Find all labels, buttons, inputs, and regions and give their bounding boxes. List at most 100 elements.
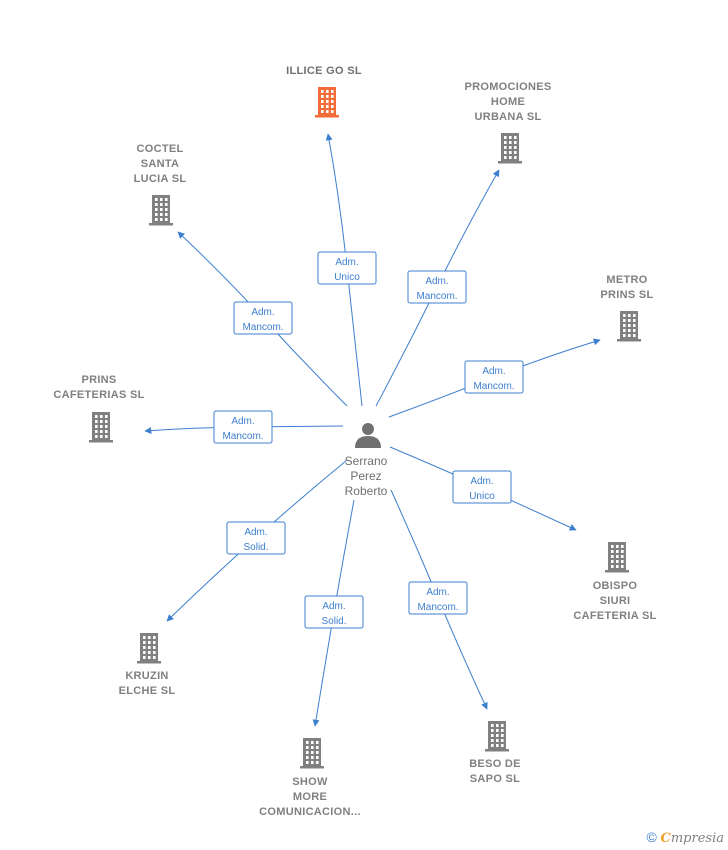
footer-brand: © Cmpresia — [647, 829, 724, 846]
role-text: Adm. Solid. — [243, 527, 268, 553]
company-node-coctel[interactable]: COCTEL SANTA LUCIA SL — [134, 143, 187, 226]
role-text: Adm. Mancom. — [473, 366, 514, 392]
role-label-illice[interactable]: Adm. Unico — [317, 251, 377, 285]
role-text-line: Adm. — [244, 527, 267, 538]
company-name-line: CAFETERIAS SL — [53, 389, 144, 401]
building-icon[interactable] — [617, 311, 641, 342]
person-icon[interactable] — [355, 423, 381, 448]
building-icon[interactable] — [498, 133, 522, 164]
company-name-line: SANTA — [141, 158, 180, 170]
role-text-line: Adm. — [251, 307, 274, 318]
company-node-promociones[interactable]: PROMOCIONES HOME URBANA SL — [464, 81, 551, 164]
company-name-line: COCTEL — [136, 143, 183, 155]
company-name-line: CAFETERIA SL — [573, 610, 656, 622]
company-name-line: BESO DE — [469, 758, 521, 770]
company-name-line: SIURI — [600, 595, 631, 607]
edge-kruzin: Adm. Solid. — [166, 459, 348, 622]
building-icon[interactable] — [605, 542, 629, 573]
building-icon[interactable] — [315, 87, 339, 118]
company-name: PRINS CAFETERIAS SL — [53, 374, 144, 401]
role-text-line: Solid. — [243, 542, 268, 553]
company-name-line: COMUNICACION... — [259, 806, 361, 818]
copyright-icon: © — [646, 829, 657, 845]
company-name-line: HOME — [491, 96, 525, 108]
role-label-prins[interactable]: Adm. Mancom. — [213, 410, 273, 444]
person-name-line: Roberto — [345, 484, 388, 498]
company-node-prins[interactable]: PRINS CAFETERIAS SL — [53, 374, 144, 443]
company-node-beso[interactable]: BESO DE SAPO SL — [469, 721, 521, 785]
edge-beso: Adm. Mancom. — [390, 489, 488, 710]
edge-obispo: Adm. Unico — [389, 446, 577, 531]
role-text: Adm. Mancom. — [242, 307, 283, 333]
role-text-line: Unico — [334, 272, 360, 283]
role-text-line: Adm. — [426, 587, 449, 598]
role-text: Adm. Mancom. — [222, 416, 263, 442]
company-name-line: LUCIA SL — [134, 173, 187, 185]
role-text-line: Mancom. — [416, 291, 457, 302]
role-label-obispo[interactable]: Adm. Unico — [452, 470, 512, 504]
company-name-line: PRINS — [81, 374, 116, 386]
brand-initial: C — [660, 831, 671, 846]
edge-coctel: Adm. Mancom. — [177, 231, 348, 407]
role-label-promociones[interactable]: Adm. Mancom. — [407, 270, 467, 304]
brand-name: mpresia — [670, 831, 724, 846]
role-text-line: Adm. — [482, 366, 505, 377]
company-node-illice[interactable]: ILLICE GO SL — [286, 65, 362, 118]
edge-metro: Adm. Mancom. — [388, 338, 601, 418]
role-label-show[interactable]: Adm. Solid. — [304, 595, 364, 629]
company-name: KRUZIN ELCHE SL — [119, 670, 176, 697]
role-label-metro[interactable]: Adm. Mancom. — [464, 360, 524, 394]
role-label-kruzin[interactable]: Adm. Solid. — [226, 521, 286, 555]
role-label-coctel[interactable]: Adm. Mancom. — [233, 301, 293, 335]
role-text: Adm. Unico — [334, 257, 360, 283]
building-icon[interactable] — [89, 412, 113, 443]
company-name-line: PROMOCIONES — [464, 81, 551, 93]
role-text-line: Unico — [469, 491, 495, 502]
company-name-line: OBISPO — [593, 580, 638, 592]
role-text: Adm. Mancom. — [416, 276, 457, 302]
role-text-line: Adm. — [425, 276, 448, 287]
role-text-line: Mancom. — [222, 431, 263, 442]
company-name: METRO PRINS SL — [600, 274, 653, 301]
company-node-kruzin[interactable]: KRUZIN ELCHE SL — [119, 633, 176, 697]
company-name: OBISPO SIURI CAFETERIA SL — [573, 580, 656, 622]
company-name: PROMOCIONES HOME URBANA SL — [464, 81, 551, 123]
edge-prins: Adm. Mancom. — [144, 410, 344, 444]
company-name-line: METRO — [606, 274, 647, 286]
role-text-line: Adm. — [335, 257, 358, 268]
role-text-line: Adm. — [322, 601, 345, 612]
role-text-line: Mancom. — [473, 381, 514, 392]
role-label-beso[interactable]: Adm. Mancom. — [408, 581, 468, 615]
role-text: Adm. Mancom. — [417, 587, 458, 613]
company-name-line: PRINS SL — [600, 289, 653, 301]
company-name: COCTEL SANTA LUCIA SL — [134, 143, 187, 185]
company-name: BESO DE SAPO SL — [469, 758, 521, 785]
building-icon[interactable] — [485, 721, 509, 752]
edge-show: Adm. Solid. — [304, 499, 364, 727]
role-text-line: Solid. — [321, 616, 346, 627]
company-name-line: SHOW — [292, 776, 328, 788]
company-node-metro[interactable]: METRO PRINS SL — [600, 274, 653, 342]
company-name-line: ELCHE SL — [119, 685, 176, 697]
building-icon[interactable] — [149, 195, 173, 226]
edge-illice: Adm. Unico — [317, 133, 377, 407]
person-name-line: Perez — [350, 469, 381, 483]
building-icon[interactable] — [137, 633, 161, 664]
building-icon[interactable] — [300, 738, 324, 769]
company-name-line: URBANA SL — [474, 111, 541, 123]
role-text-line: Mancom. — [417, 602, 458, 613]
role-text: Adm. Unico — [469, 476, 495, 502]
company-name-line: ILLICE GO SL — [286, 65, 362, 77]
role-text-line: Adm. — [231, 416, 254, 427]
company-node-obispo[interactable]: OBISPO SIURI CAFETERIA SL — [573, 542, 656, 622]
company-name-line: KRUZIN — [125, 670, 168, 682]
company-name-line: SAPO SL — [470, 773, 520, 785]
person-name-line: Serrano — [345, 454, 388, 468]
role-text-line: Mancom. — [242, 322, 283, 333]
role-text-line: Adm. — [470, 476, 493, 487]
